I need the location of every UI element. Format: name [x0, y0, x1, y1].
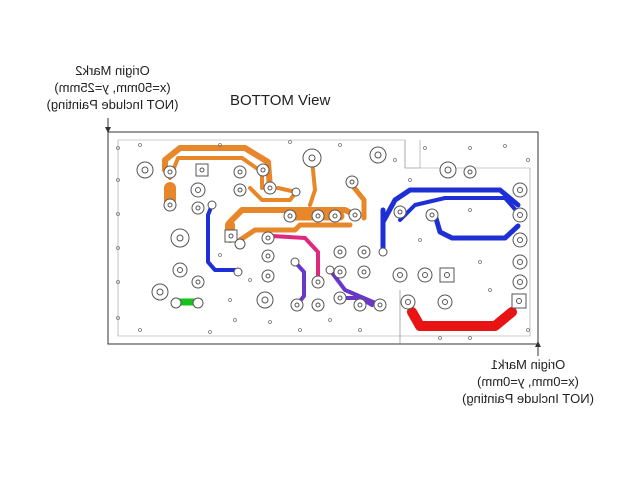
pad-hole	[308, 154, 316, 162]
pad-hole	[337, 269, 343, 275]
pad-hole	[195, 205, 201, 211]
trace-purple-2	[328, 268, 382, 307]
pad-hole	[361, 269, 367, 275]
pad-hole	[337, 249, 343, 255]
pad-hole	[517, 259, 523, 265]
pad-hole	[377, 302, 383, 308]
pad-hole	[176, 234, 184, 242]
pad-hole	[265, 235, 271, 241]
pad-hole	[374, 151, 382, 159]
pad	[233, 267, 243, 277]
pad-hole	[141, 166, 149, 174]
pad-hole	[517, 187, 523, 193]
pad-hole	[237, 169, 243, 175]
pad-hole	[422, 272, 428, 278]
pad-hole	[467, 169, 473, 175]
trace-orange-4	[237, 222, 353, 243]
pad-hole	[265, 253, 271, 259]
pad-hole	[444, 272, 450, 278]
origin-mark1-arrow	[535, 341, 541, 356]
pad-hole	[444, 166, 452, 174]
trace-blue-3	[398, 196, 522, 222]
trace-orange-2	[168, 156, 264, 190]
pad-hole	[195, 187, 201, 193]
copper-gap	[404, 140, 421, 169]
pad-hole	[332, 213, 338, 219]
pad-hole	[397, 272, 403, 278]
pad	[291, 187, 301, 197]
pad-hole	[315, 302, 321, 308]
pad-hole	[167, 169, 173, 175]
pad-hole	[261, 296, 269, 304]
pads	[136, 146, 528, 312]
pad-hole	[357, 302, 363, 308]
pad	[378, 247, 388, 257]
pad	[325, 265, 335, 275]
pad-hole	[265, 273, 271, 279]
pad-hole	[349, 179, 355, 185]
pad-hole	[195, 279, 201, 285]
pad-hole	[352, 212, 358, 218]
pad-hole	[517, 212, 523, 218]
pad-hole	[315, 279, 321, 285]
traces	[162, 145, 522, 331]
pad-hole	[517, 237, 523, 243]
trace-orange-8	[349, 182, 367, 221]
pad	[192, 297, 204, 309]
origin-mark2-arrow	[105, 118, 111, 133]
vias	[116, 140, 530, 340]
pad-hole	[156, 288, 164, 296]
pad-hole	[405, 299, 411, 305]
pad-hole	[442, 299, 448, 305]
pad-hole	[177, 267, 183, 273]
pad-hole	[315, 213, 321, 219]
trace-orange-7	[308, 158, 317, 207]
pad	[290, 257, 300, 267]
pad-hole	[361, 249, 367, 255]
pad-hole	[199, 167, 205, 173]
pad-hole	[267, 185, 273, 191]
trace-magenta-1	[270, 234, 320, 284]
pad-hole	[337, 295, 343, 301]
pad	[234, 238, 246, 250]
pad-hole	[287, 213, 293, 219]
board-outline	[107, 131, 539, 345]
pad-hole	[167, 202, 173, 208]
trace-orange-6	[248, 186, 298, 202]
pad-hole	[228, 233, 234, 239]
pad-hole	[260, 167, 266, 173]
trace-blue-1	[206, 203, 237, 272]
pad-hole	[517, 279, 523, 285]
trace-red-1	[407, 307, 517, 331]
trace-blue-4	[432, 212, 521, 241]
pad-hole	[516, 298, 522, 304]
pad-hole	[294, 302, 300, 308]
trace-purple-3	[338, 296, 374, 307]
pad	[170, 297, 182, 309]
view-title: BOTTOM View	[230, 92, 331, 109]
pad-hole	[397, 209, 403, 215]
pad	[207, 200, 217, 210]
pad-hole	[429, 212, 435, 218]
pad-hole	[237, 187, 243, 193]
